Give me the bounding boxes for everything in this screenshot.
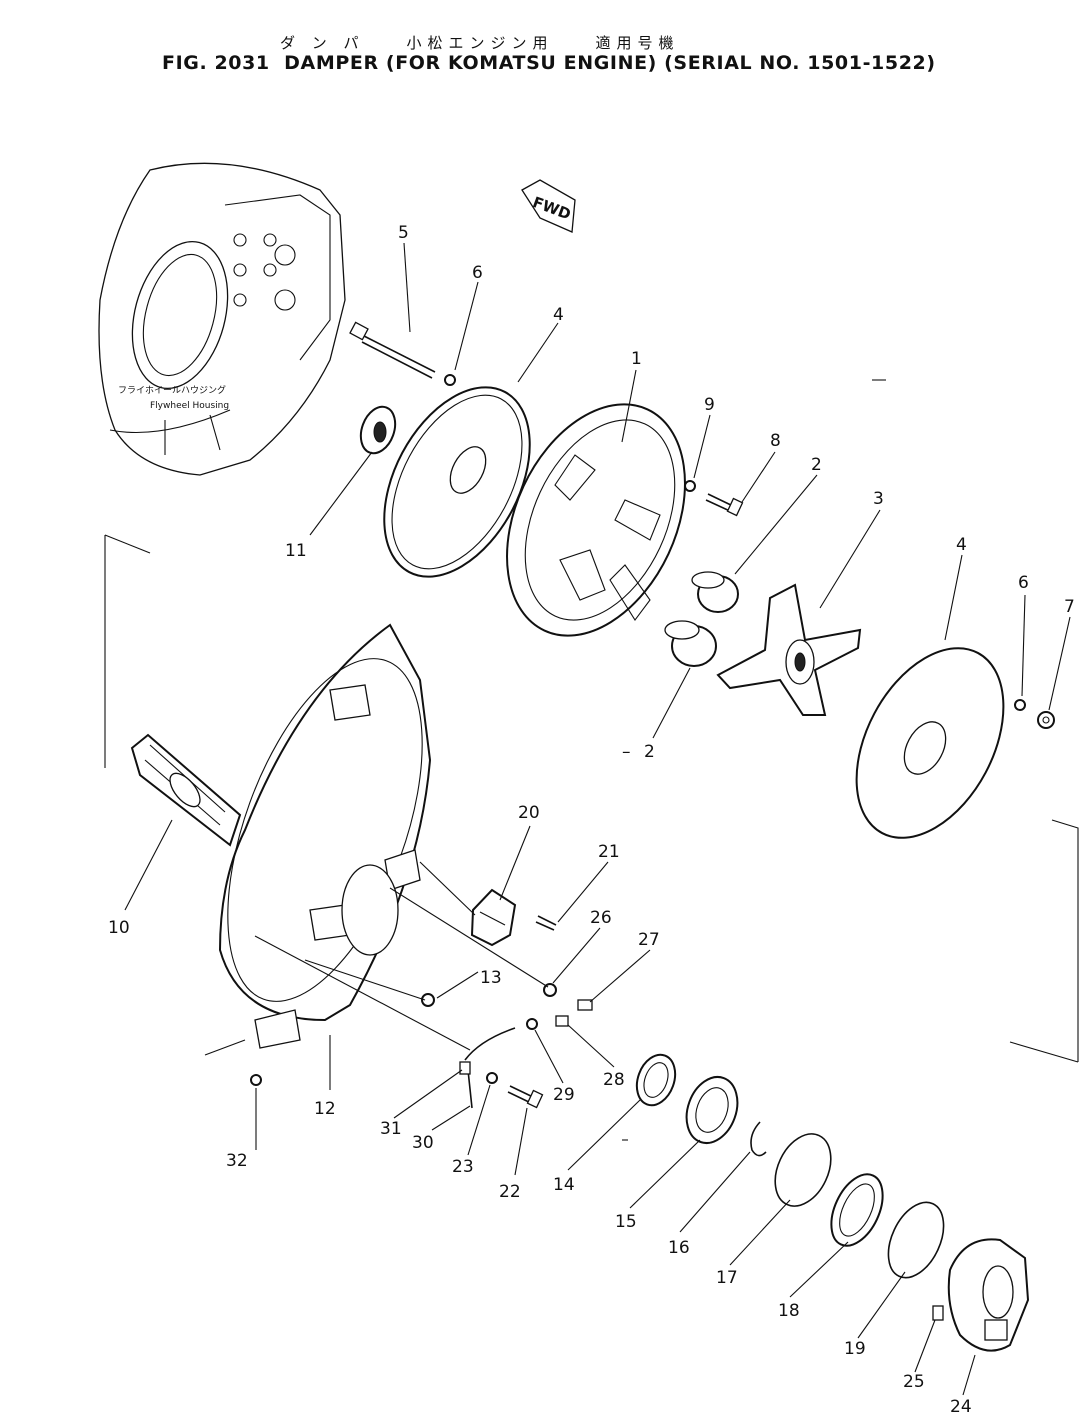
callout-5: 5 <box>398 223 409 243</box>
drive-plate-part-4-rear <box>855 647 1005 839</box>
cover-part-24 <box>947 1238 1030 1352</box>
callout-27: 27 <box>638 930 660 950</box>
housing-label-jp: フライホイールハウジング <box>118 384 226 396</box>
callout-21: 21 <box>598 842 620 862</box>
callout-minus: – <box>622 742 631 762</box>
callout-23: 23 <box>452 1157 474 1177</box>
callout-2: 2 <box>811 455 822 475</box>
housing-label-en: Flywheel Housing <box>150 401 229 411</box>
callout-29: 29 <box>553 1085 575 1105</box>
bolt-part-8 <box>705 493 744 517</box>
callout-20: 20 <box>518 803 540 823</box>
washer-part-6-rear <box>1014 699 1026 711</box>
callout-14: 14 <box>553 1175 575 1195</box>
callout-11: 11 <box>285 541 307 561</box>
callout-24: 24 <box>950 1397 972 1417</box>
callout-28: 28 <box>603 1070 625 1090</box>
callout-16: 16 <box>668 1238 690 1258</box>
plug-part-25 <box>932 1305 944 1321</box>
callout-30: 30 <box>412 1133 434 1153</box>
bearing-part-15 <box>685 1076 739 1144</box>
washer-part-9 <box>684 480 696 492</box>
callout-12: 12 <box>314 1099 336 1119</box>
callout-1: 1 <box>631 349 642 369</box>
drive-plate-part-4 <box>383 386 531 578</box>
plug-part-32 <box>250 1074 262 1086</box>
damper-case-part-12 <box>218 623 432 1049</box>
seal-part-14 <box>635 1053 677 1107</box>
callout-19: 19 <box>844 1339 866 1359</box>
callout-4: 4 <box>553 305 564 325</box>
callout-25: 25 <box>903 1372 925 1392</box>
bolt-part-22 <box>507 1085 544 1109</box>
bolt-part-21 <box>535 915 557 931</box>
callout-22: 22 <box>499 1182 521 1202</box>
ring-part-17 <box>774 1133 832 1207</box>
fitting-part-28 <box>555 1015 569 1027</box>
washer-part-6 <box>444 374 456 386</box>
ring-part-19 <box>887 1201 945 1279</box>
fitting-part-29 <box>526 1018 538 1030</box>
pipe-part-30-31 <box>459 1027 516 1109</box>
callout-7: 7 <box>1064 597 1075 617</box>
leader-lines <box>124 242 1071 1396</box>
damper-housing-part-1 <box>506 403 686 637</box>
seal-part-18 <box>830 1173 884 1247</box>
callout-2-lower: 2 <box>644 742 655 762</box>
bolt-part-5 <box>349 321 436 379</box>
block-part-20 <box>470 888 517 947</box>
callout-4-rear: 4 <box>956 535 967 555</box>
bolt-part-13 <box>421 993 435 1007</box>
callout-6: 6 <box>472 263 483 283</box>
washer-part-23 <box>486 1072 498 1084</box>
bearing-part-11 <box>359 405 397 455</box>
title-japanese: ダ ン パ 小松エンジン用 適用号機 <box>280 34 680 52</box>
callout-32: 32 <box>226 1151 248 1171</box>
callout-26: 26 <box>590 908 612 928</box>
callout-15: 15 <box>615 1212 637 1232</box>
rubber-block-part-2-upper <box>691 571 739 613</box>
callout-18: 18 <box>778 1301 800 1321</box>
fwd-arrow: FWD <box>521 179 576 233</box>
bracket-lines <box>104 534 1079 1063</box>
callout-17: 17 <box>716 1268 738 1288</box>
snap-ring-part-16 <box>750 1121 767 1157</box>
hub-part-3 <box>716 583 862 716</box>
callout-8: 8 <box>770 431 781 451</box>
page-title: FIG. 2031 DAMPER (FOR KOMATSU ENGINE) (S… <box>162 52 936 74</box>
fitting-part-27 <box>577 999 593 1011</box>
callout-10: 10 <box>108 918 130 938</box>
callout-numbers: 5 6 4 1 9 8 2 3 4 6 7 – 2 11 10 20 21 26… <box>108 223 1075 1417</box>
callout-6-rear: 6 <box>1018 573 1029 593</box>
flywheel-housing <box>98 162 346 476</box>
callout-3: 3 <box>873 489 884 509</box>
nut-part-7 <box>1037 711 1055 729</box>
callout-31: 31 <box>380 1119 402 1139</box>
callout-13: 13 <box>480 968 502 988</box>
callout-9: 9 <box>704 395 715 415</box>
rubber-block-part-2-lower <box>664 620 717 667</box>
shaft-part-10 <box>130 733 242 847</box>
